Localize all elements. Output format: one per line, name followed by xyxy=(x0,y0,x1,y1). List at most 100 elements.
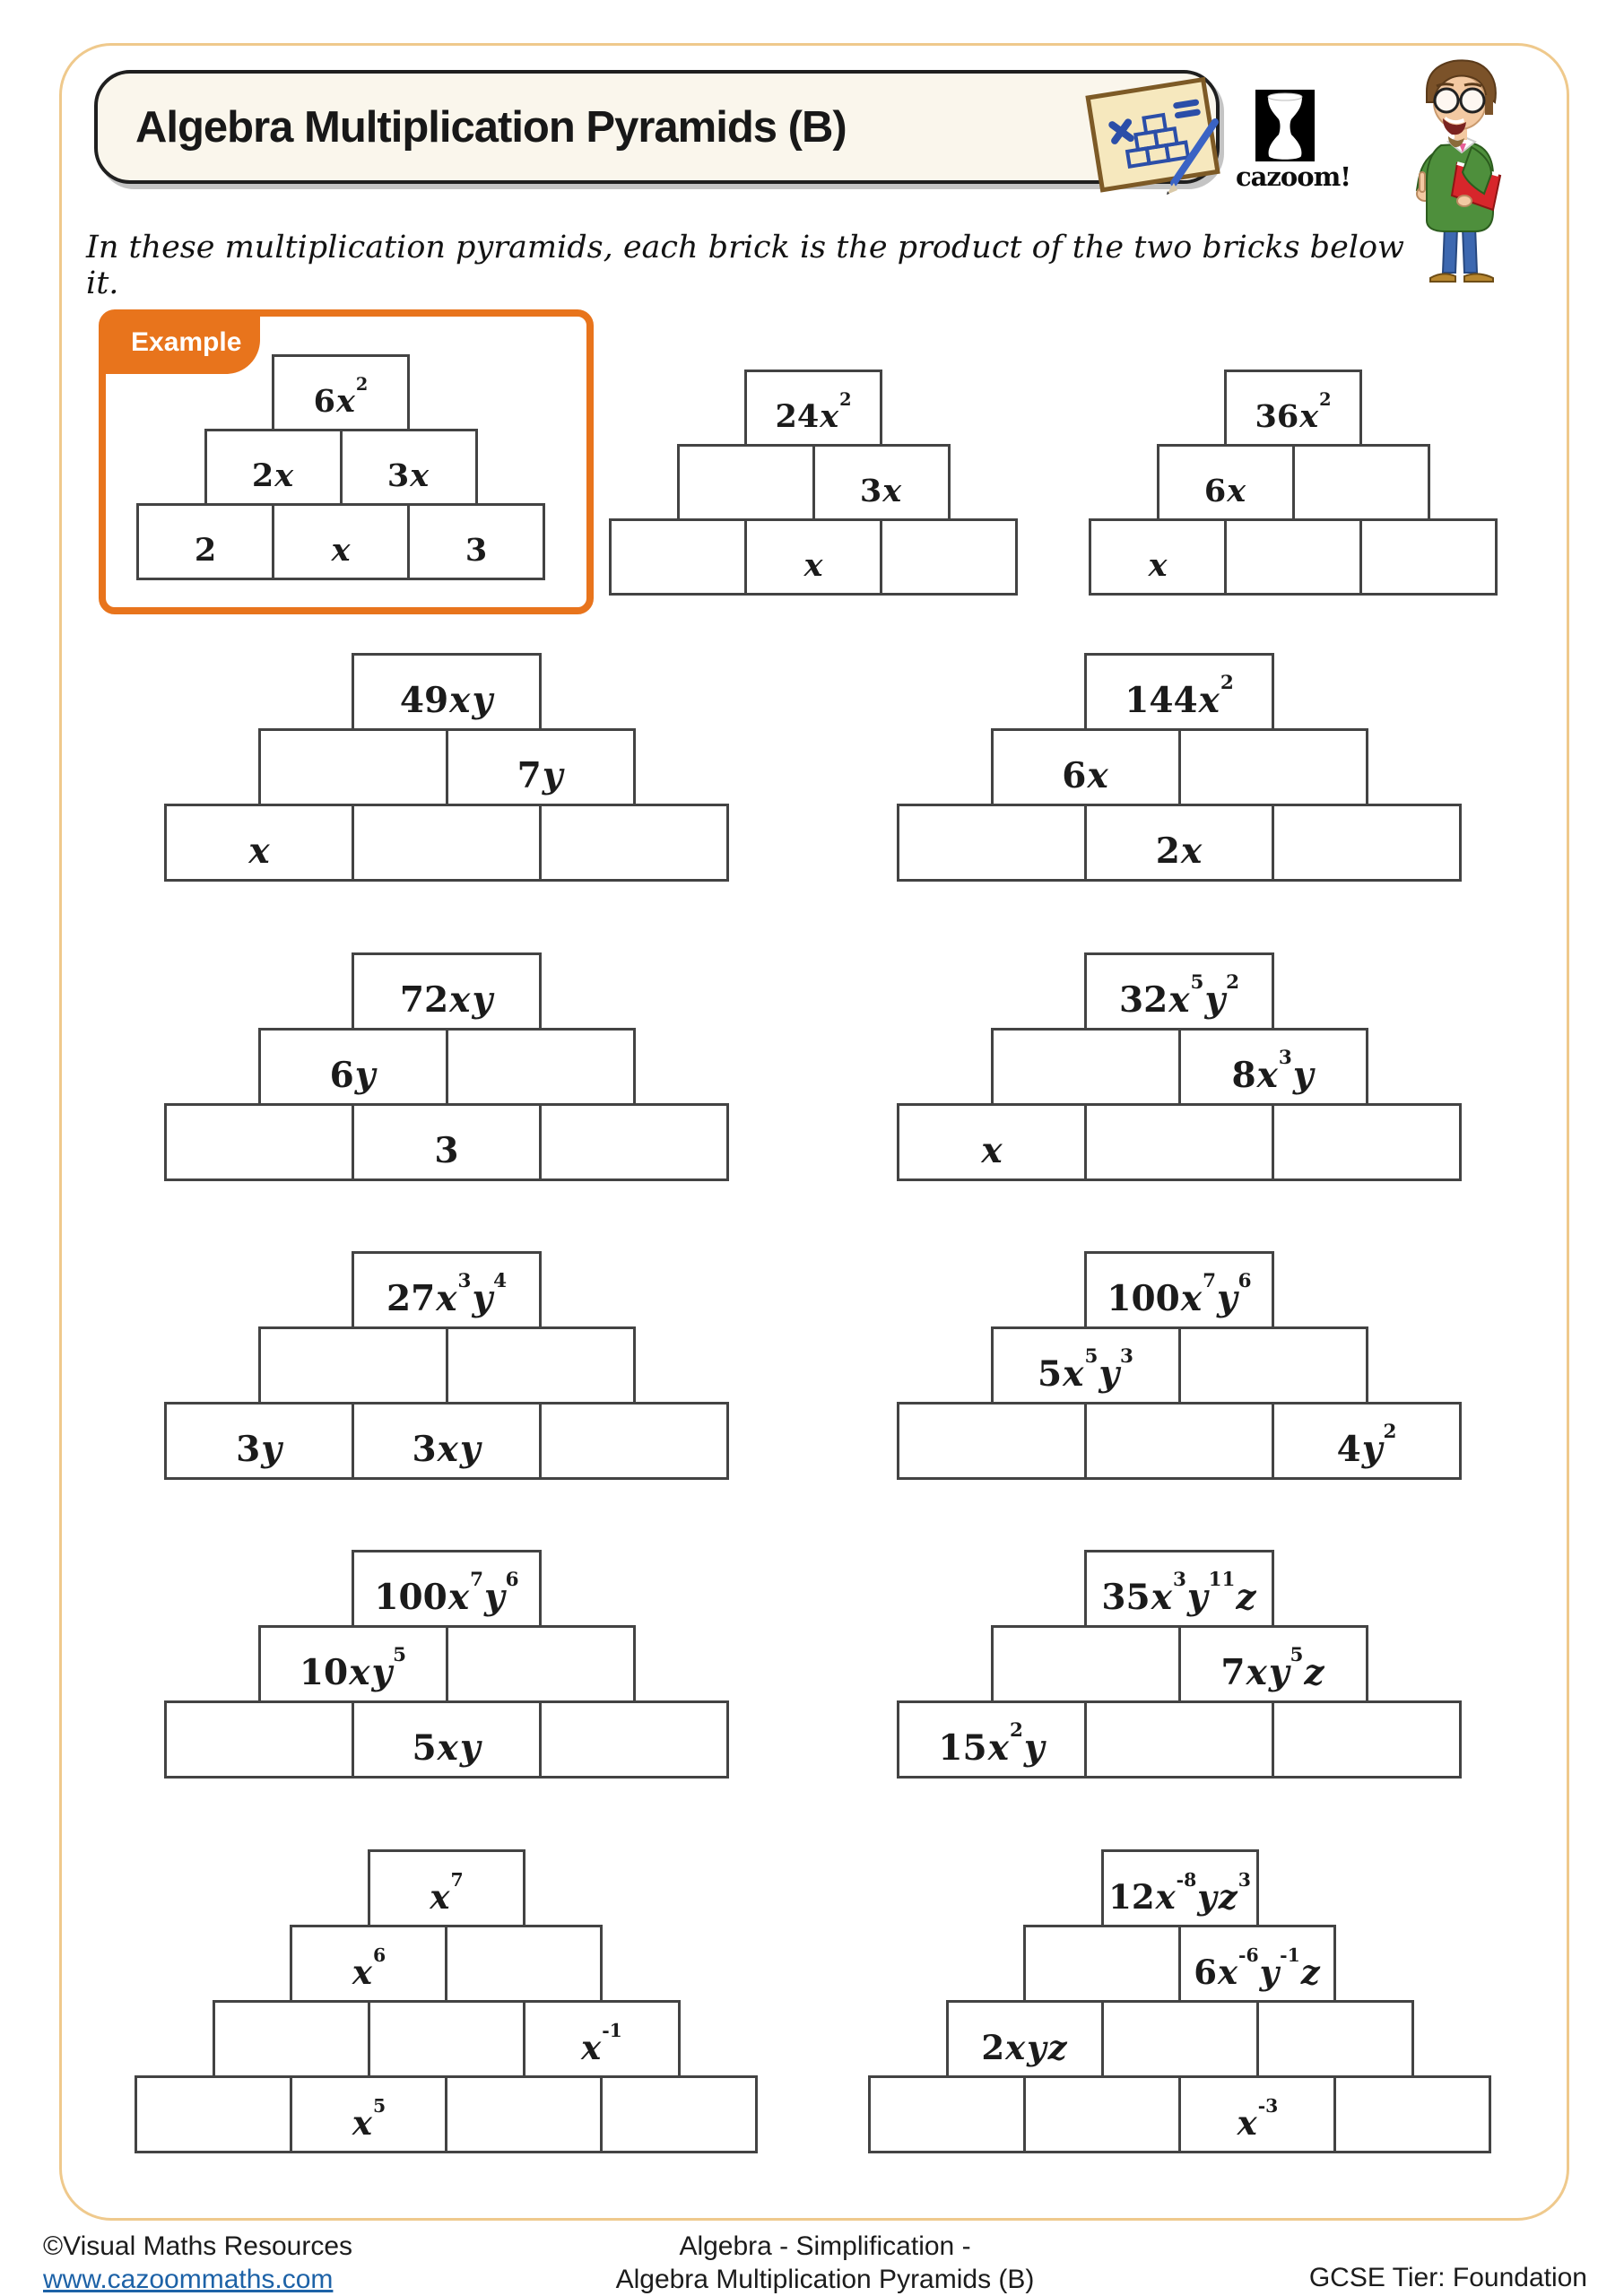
cazoom-logo xyxy=(1255,90,1315,161)
topic-line1: Algebra - Simplification - xyxy=(679,2231,971,2261)
pyramid-cell-blank xyxy=(1177,728,1368,806)
pyramid-cell-blank xyxy=(1272,1700,1462,1779)
pyramid-cell-filled: 8x3y xyxy=(1177,1028,1368,1106)
pyramid-cell-blank xyxy=(1084,1402,1274,1480)
pyramid-row: 6x xyxy=(1156,444,1430,521)
pyramid-cell-filled: 15x2y xyxy=(897,1700,1087,1779)
pyramid-cell-filled: 3x xyxy=(339,429,478,506)
pyramid-row: 2xyz xyxy=(945,2000,1414,2078)
pyramid-row: 7xy5z xyxy=(990,1625,1368,1703)
pyramid-cell-blank xyxy=(212,2000,370,2078)
pyramid-row: x7 xyxy=(367,1849,525,1927)
math-note-icon xyxy=(1085,77,1220,195)
pyramid-cell-filled: 6x xyxy=(1156,444,1295,521)
pyramid-cell-blank xyxy=(1272,1103,1462,1181)
pyramid-cell-blank xyxy=(600,2075,758,2153)
pyramid-cell-blank xyxy=(1291,444,1430,521)
pyramid-row: 4y2 xyxy=(897,1402,1462,1480)
pyramid-cell-blank xyxy=(990,1625,1181,1703)
pyramid-cell-filled: 7xy5z xyxy=(1177,1625,1368,1703)
pyramid-cell-filled: 35x3y11z xyxy=(1084,1550,1274,1628)
pyramid-row: 3x xyxy=(676,444,951,521)
pyramid-cell-filled: 4y2 xyxy=(1272,1402,1462,1480)
pyramid-row: 144x2 xyxy=(1084,653,1274,731)
pyramid-cell-filled: 5x5y3 xyxy=(990,1326,1181,1405)
pyramid-cell-blank xyxy=(445,1028,636,1106)
pyramid-cell-blank xyxy=(445,1326,636,1405)
pyramid-cell-filled: 100x7y6 xyxy=(352,1550,542,1628)
pyramid-cell-blank xyxy=(609,518,747,596)
pyramid-row: 100x7y6 xyxy=(352,1550,542,1628)
pyramid-cell-blank xyxy=(897,1402,1087,1480)
pyramid-cell-blank xyxy=(880,518,1018,596)
pyramid-row: 10xy5 xyxy=(257,1625,636,1703)
pyramid-cell-blank xyxy=(445,1925,603,2003)
footer-tier: GCSE Tier: Foundation xyxy=(1308,2263,1587,2292)
pyramid-row: 27x3y4 xyxy=(352,1251,542,1329)
pyramid-row: 24x2 xyxy=(744,370,882,447)
pyramid-cell-blank xyxy=(164,1700,354,1779)
pyramid-row: 72xy xyxy=(352,952,542,1031)
pyramid-cell-blank xyxy=(868,2075,1026,2153)
pyramid-row: 49xy xyxy=(352,653,542,731)
website-link[interactable]: www.cazoommaths.com xyxy=(43,2265,334,2294)
topic-line2: Algebra Multiplication Pyramids (B) xyxy=(615,2265,1035,2294)
pyramid-cell-filled: 7y xyxy=(445,728,636,806)
pyramid-row: x xyxy=(164,804,729,882)
pyramid-cell-filled: x xyxy=(744,518,882,596)
pyramid-cell-blank xyxy=(445,2075,603,2153)
pyramid-cell-filled: 24x2 xyxy=(744,370,882,447)
pyramid-cell-filled: 100x7y6 xyxy=(1084,1251,1274,1329)
pyramid-row: 6x-6y-1z xyxy=(1023,1925,1336,2003)
pyramid-row xyxy=(257,1326,636,1405)
pyramid-cell-blank xyxy=(257,728,448,806)
pyramid-cell-filled: 3xy xyxy=(352,1402,542,1480)
pyramid-cell-blank xyxy=(164,1103,354,1181)
pyramid-cell-blank xyxy=(257,1326,448,1405)
pyramid-cell-blank xyxy=(539,804,729,882)
pyramid-cell-filled: 6y xyxy=(257,1028,448,1106)
pyramid-row: x xyxy=(609,518,1018,596)
pyramid-cell-blank xyxy=(1100,2000,1259,2078)
pyramid-cell-filled: x-3 xyxy=(1178,2075,1336,2153)
pyramid-cell-filled: 3 xyxy=(407,503,545,580)
pyramid-row: 5xy xyxy=(164,1700,729,1779)
pyramid-row: 15x2y xyxy=(897,1700,1462,1779)
pyramid-cell-blank xyxy=(1023,1925,1181,2003)
pyramid-row: 32x5y2 xyxy=(1084,952,1274,1031)
pyramid-cell-filled: 10xy5 xyxy=(257,1625,448,1703)
pyramid-row: 6y xyxy=(257,1028,636,1106)
pyramid-cell-blank xyxy=(676,444,815,521)
pyramid-row: x xyxy=(1089,518,1498,596)
pyramid-cell-filled: 5xy xyxy=(352,1700,542,1779)
pyramid-cell-blank xyxy=(1084,1700,1274,1779)
pyramid-cell-filled: 72xy xyxy=(352,952,542,1031)
pyramid-row: 100x7y6 xyxy=(1084,1251,1274,1329)
pyramid-cell-blank xyxy=(367,2000,525,2078)
pyramid-cell-filled: x5 xyxy=(290,2075,447,2153)
instruction-text: In these multiplication pyramids, each b… xyxy=(86,230,1404,301)
pyramid-cell-filled: 144x2 xyxy=(1084,653,1274,731)
pyramid-cell-filled: x xyxy=(897,1103,1087,1181)
pyramid-cell-filled: 2x xyxy=(204,429,343,506)
pyramid-cell-filled: x-1 xyxy=(522,2000,681,2078)
example-label: Example xyxy=(131,327,242,357)
pyramid-row: 6x xyxy=(990,728,1368,806)
pyramid-cell-blank xyxy=(1333,2075,1491,2153)
pyramid-cell-filled: 2xyz xyxy=(945,2000,1104,2078)
pyramid-cell-filled: 6x2 xyxy=(272,354,410,431)
pyramid-cell-blank xyxy=(445,1625,636,1703)
pyramid-row: 36x2 xyxy=(1224,370,1362,447)
pyramid-cell-blank xyxy=(1023,2075,1181,2153)
